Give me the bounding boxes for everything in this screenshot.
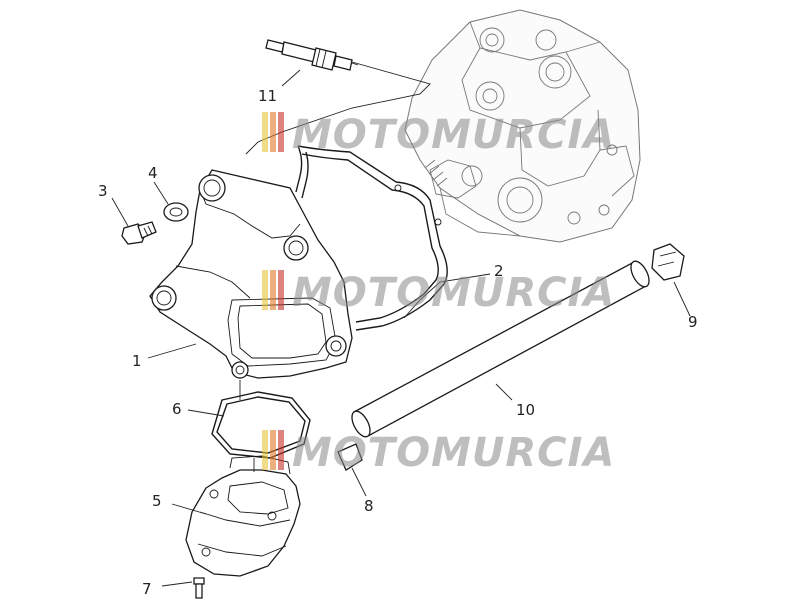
watermark-top: MOTOMURCIA — [262, 112, 615, 158]
callout-3: 3 — [98, 182, 108, 200]
watermark-stripe-2 — [270, 430, 276, 470]
watermark-stripe-3 — [278, 112, 284, 152]
watermark-stripe-1 — [262, 270, 268, 310]
watermark-stripe-3 — [278, 430, 284, 470]
cover-bolt — [121, 221, 157, 245]
oring-gasket — [211, 391, 311, 459]
cover-screw — [193, 577, 205, 599]
breather-cover — [185, 455, 301, 577]
callout-9: 9 — [688, 313, 698, 331]
watermark-text: MOTOMURCIA — [292, 270, 615, 316]
watermark-bottom: MOTOMURCIA — [262, 430, 615, 476]
watermark-text: MOTOMURCIA — [292, 112, 615, 158]
watermark-stripe-1 — [262, 112, 268, 152]
watermark-middle: MOTOMURCIA — [262, 270, 615, 316]
callout-6: 6 — [172, 400, 182, 418]
callout-2: 2 — [494, 262, 504, 280]
callout-7: 7 — [142, 580, 152, 598]
cylinder-head — [404, 9, 641, 243]
valve-cover-gasket — [295, 145, 448, 331]
watermark-stripe-2 — [270, 270, 276, 310]
callout-4: 4 — [148, 164, 158, 182]
watermark-stripe-1 — [262, 430, 268, 470]
valve-cover — [149, 169, 353, 379]
sealing-washer — [163, 202, 189, 222]
callout-5: 5 — [152, 492, 162, 510]
hose-clip-small — [337, 443, 363, 471]
callout-8: 8 — [364, 497, 374, 515]
hose-clamp — [651, 243, 685, 281]
watermark-stripe-3 — [278, 270, 284, 310]
spark-plug — [265, 39, 359, 71]
leader-lines — [111, 61, 691, 587]
callout-10: 10 — [516, 401, 535, 419]
breather-pipe — [351, 260, 650, 438]
watermark-text: MOTOMURCIA — [292, 430, 615, 476]
watermark-stripe-2 — [270, 112, 276, 152]
callout-labels: 11 4 3 2 9 1 6 10 5 8 7 — [98, 87, 698, 598]
callout-11: 11 — [258, 87, 277, 105]
callout-1: 1 — [132, 352, 142, 370]
